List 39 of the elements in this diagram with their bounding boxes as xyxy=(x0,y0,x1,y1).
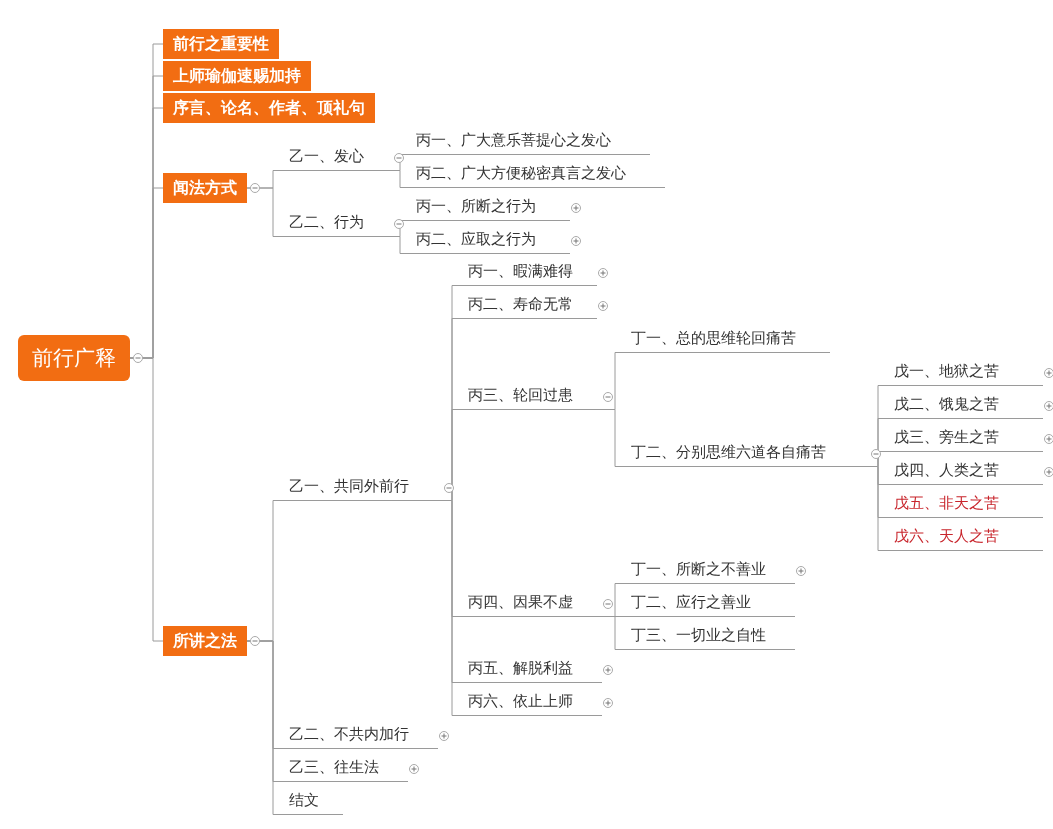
branch-label: 丙一、广大意乐菩提心之发心 xyxy=(410,127,650,155)
branch-label: 乙一、共同外前行 xyxy=(283,473,443,501)
topic-box: 闻法方式 xyxy=(163,173,247,203)
branch-label: 乙二、行为 xyxy=(283,209,393,237)
branch-label: 丙二、广大方便秘密真言之发心 xyxy=(410,160,665,188)
root-topic-box: 前行广释 xyxy=(18,335,130,381)
branch-label: 丙二、寿命无常 xyxy=(462,291,597,319)
connector-line xyxy=(442,500,463,716)
branch-label: 丙六、依止上师 xyxy=(462,688,602,716)
branch-label: 丁二、分别思维六道各自痛苦 xyxy=(625,439,870,467)
branch-label: 乙一、发心 xyxy=(283,143,393,171)
branch-label: 丙五、解脱利益 xyxy=(462,655,602,683)
branch-label: 戊二、饿鬼之苦 xyxy=(888,391,1043,419)
branch-label: 丙二、应取之行为 xyxy=(410,226,570,254)
topic-box: 序言、论名、作者、顶礼句 xyxy=(163,93,375,123)
branch-label: 戊六、天人之苦 xyxy=(888,523,1043,551)
connector-line xyxy=(392,236,411,254)
branch-label: 丙四、因果不虚 xyxy=(462,589,602,617)
branch-label: 丁一、总的思维轮回痛苦 xyxy=(625,325,830,353)
branch-label: 丁二、应行之善业 xyxy=(625,589,795,617)
branch-label: 乙二、不共内加行 xyxy=(283,721,438,749)
topic-box: 前行之重要性 xyxy=(163,29,279,59)
branch-label: 丙一、所断之行为 xyxy=(410,193,570,221)
branch-label: 丙三、轮回过患 xyxy=(462,382,602,410)
branch-label: 戊一、地狱之苦 xyxy=(888,358,1043,386)
branch-label: 丙一、暇满难得 xyxy=(462,258,597,286)
branch-label: 乙三、往生法 xyxy=(283,754,408,782)
topic-box: 上师瑜伽速赐加持 xyxy=(163,61,311,91)
connector-line xyxy=(246,640,284,815)
branch-label: 戊三、旁生之苦 xyxy=(888,424,1043,452)
branch-label: 戊五、非天之苦 xyxy=(888,490,1043,518)
connector-line xyxy=(246,187,284,237)
connector-line xyxy=(869,466,889,551)
branch-label: 丁三、一切业之自性 xyxy=(625,622,795,650)
topic-box: 所讲之法 xyxy=(163,626,247,656)
branch-label: 戊四、人类之苦 xyxy=(888,457,1043,485)
connector-line xyxy=(392,170,411,188)
branch-label: 丁一、所断之不善业 xyxy=(625,556,795,584)
branch-label: 结文 xyxy=(283,787,343,815)
